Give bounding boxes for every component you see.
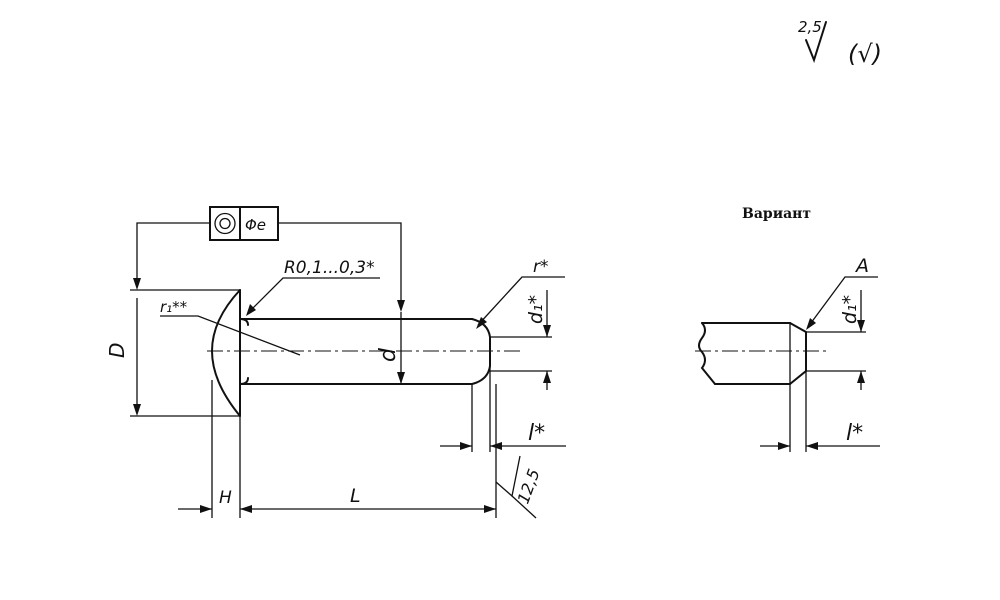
dimension-end-radius: r* bbox=[476, 257, 565, 329]
variant-dimension-end-length: l* bbox=[760, 371, 880, 452]
variant-end-diameter-label: d₁* bbox=[839, 295, 861, 324]
roughness-mark: 2,5 bbox=[798, 18, 827, 63]
variant-dimension-end-diameter: d₁* bbox=[806, 290, 866, 390]
tolerance-value: Φe bbox=[245, 216, 266, 234]
dimension-head-height-length: H L bbox=[178, 380, 497, 518]
shank-diameter-label: d bbox=[376, 347, 401, 362]
head-diameter-label: D bbox=[105, 343, 129, 358]
tolerance-frame: Φe bbox=[133, 206, 405, 312]
end-radius-label: r* bbox=[533, 257, 549, 277]
head-height-label: H bbox=[219, 488, 232, 508]
dimension-head-radius: r₁** bbox=[160, 298, 301, 356]
roughness-bracket-symbol: (√) bbox=[848, 40, 882, 68]
roughness-value: 2,5 bbox=[798, 18, 822, 36]
dimension-fillet-radius: R0,1...0,3* bbox=[246, 258, 380, 316]
head-radius-label: r₁** bbox=[160, 298, 188, 316]
end-diameter-label: d₁* bbox=[525, 295, 547, 324]
length-label: L bbox=[350, 485, 361, 507]
roughness-bracket-mark: (√) bbox=[848, 40, 882, 68]
variant-dimension-chamfer: A bbox=[806, 255, 878, 330]
dimension-shank-diameter: d bbox=[376, 312, 405, 384]
variant-caption: Вариант bbox=[742, 206, 811, 222]
end-roughness-label: 12,5 bbox=[514, 466, 544, 506]
end-length-label: l* bbox=[528, 421, 545, 446]
variant-view: Вариант bbox=[695, 206, 830, 385]
variant-end-length-label: l* bbox=[846, 421, 863, 446]
dimension-head-diameter: D bbox=[105, 289, 240, 417]
fillet-radius-label: R0,1...0,3* bbox=[284, 258, 375, 278]
variant-chamfer-label: A bbox=[854, 255, 869, 277]
dimension-end-diameter: d₁* bbox=[490, 290, 552, 390]
end-roughness-mark: 12,5 bbox=[495, 455, 544, 519]
rivet-head bbox=[210, 289, 241, 417]
rivet-main-view bbox=[207, 289, 520, 417]
